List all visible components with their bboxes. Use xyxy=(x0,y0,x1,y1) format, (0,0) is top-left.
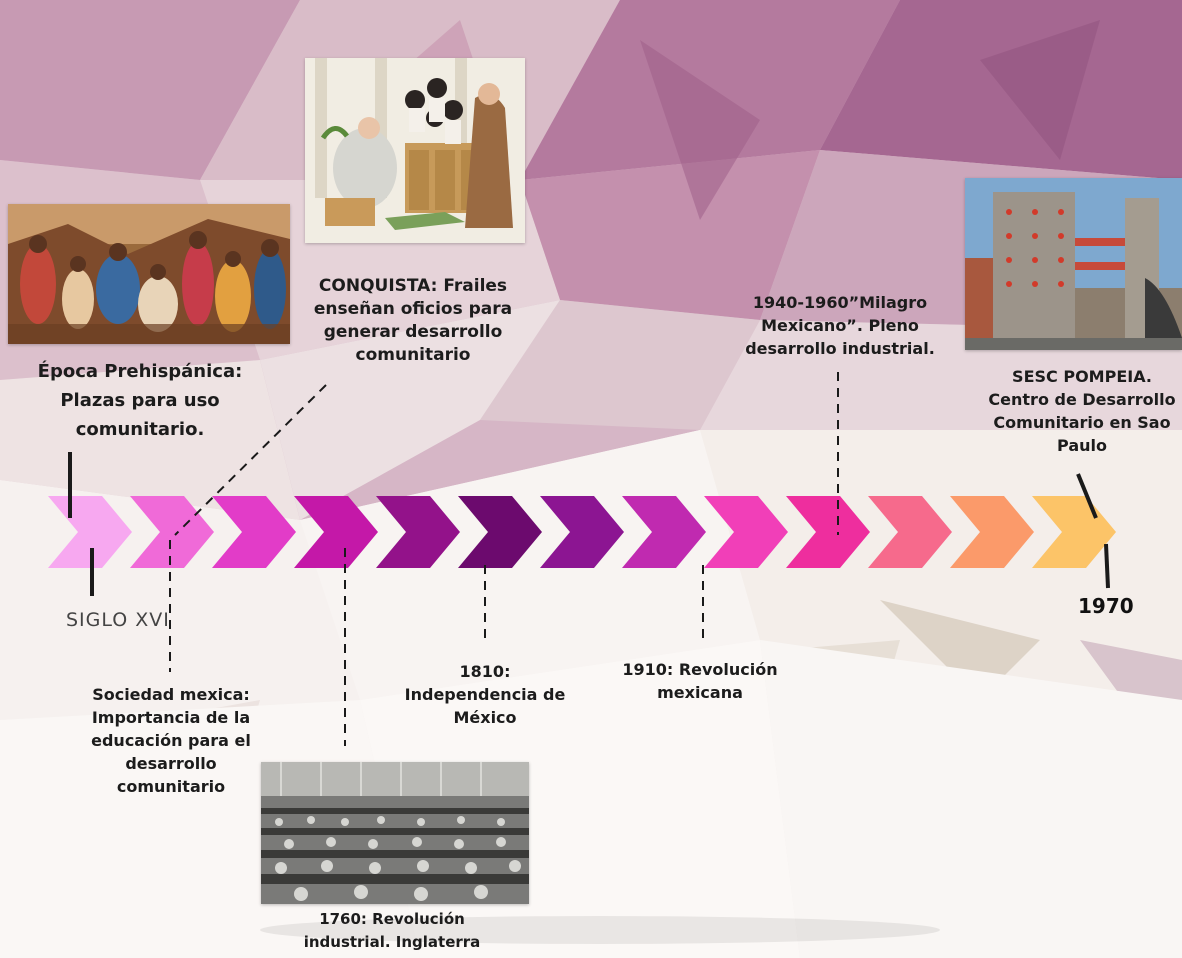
industrial-factory-image xyxy=(261,762,529,904)
sesc-pompeia-image xyxy=(965,178,1182,350)
timeline-chevron xyxy=(786,496,870,568)
connector-conquista xyxy=(174,384,327,536)
label-revolucion-mexicana: 1910: Revolución mexicana xyxy=(622,660,778,702)
label-conquista: CONQUISTA: Frailes enseñan oficios para … xyxy=(313,276,513,365)
timeline-chevron xyxy=(294,496,378,568)
timeline-chevron xyxy=(868,496,952,568)
label-prehispanica: Época Prehispánica: Plazas para uso comu… xyxy=(37,361,243,440)
prehispanic-mural-image xyxy=(8,204,290,344)
label-sociedad-mexica: Sociedad mexica: Importancia de la educa… xyxy=(91,685,251,796)
timeline-chevron xyxy=(376,496,460,568)
timeline-chevron xyxy=(704,496,788,568)
label-siglo-xvi: SIGLO XVI xyxy=(66,609,170,631)
connector-1970 xyxy=(1104,543,1110,589)
timeline-chevron xyxy=(212,496,296,568)
label-independencia: 1810: Independencia de México xyxy=(404,662,566,727)
label-1970: 1970 xyxy=(1078,594,1134,618)
timeline-chevron xyxy=(130,496,214,568)
connector-sesc xyxy=(1076,473,1098,519)
timeline-chevron xyxy=(950,496,1034,568)
label-sesc-pompeia: SESC POMPEIA. Centro de Desarrollo Comun… xyxy=(988,367,1176,455)
timeline-chevron xyxy=(622,496,706,568)
label-milagro-mexicano: 1940-1960”Milagro Mexicano”. Pleno desar… xyxy=(745,293,935,358)
friars-illustration-image xyxy=(305,58,525,243)
timeline-chevron xyxy=(1032,496,1116,568)
timeline-chevron xyxy=(458,496,542,568)
label-revolucion-industrial: 1760: Revolución industrial. Inglaterra xyxy=(303,910,481,951)
timeline-chevron xyxy=(540,496,624,568)
